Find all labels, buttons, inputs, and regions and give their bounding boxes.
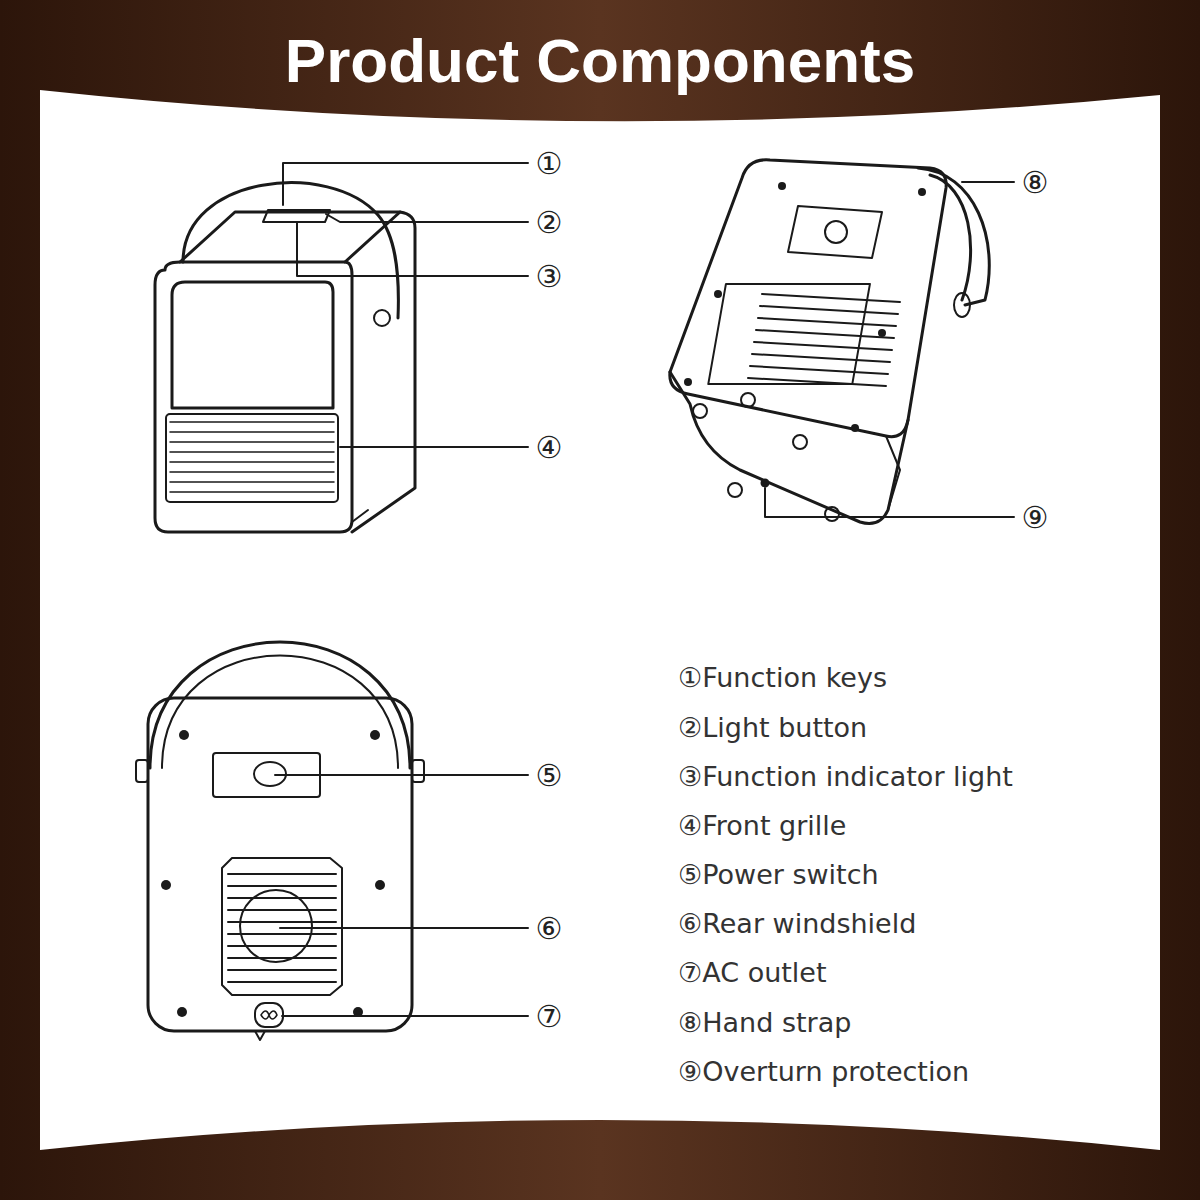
part-name: ①Function keys — [678, 662, 887, 693]
heater-front — [155, 183, 415, 532]
part-name: ④Front grille — [678, 810, 846, 841]
page-title: Product Components — [285, 25, 915, 96]
part-name: ②Light button — [678, 712, 867, 743]
leader-lines — [275, 163, 1014, 1016]
part-name: ⑥Rear windshield — [678, 908, 916, 939]
callout-number: ④ — [536, 430, 563, 465]
callout-number: ③ — [536, 259, 563, 294]
part-name: ⑧Hand strap — [678, 1007, 851, 1038]
callout-number: ⑧ — [1022, 165, 1049, 200]
heater-rear — [136, 642, 424, 1040]
part-name: ⑦AC outlet — [678, 957, 827, 988]
heater-rear-angled — [670, 160, 989, 524]
part-name: ⑨Overturn protection — [678, 1056, 969, 1087]
panel — [40, 90, 1160, 1150]
callout-number: ① — [536, 146, 563, 181]
callout-number: ⑥ — [536, 911, 563, 946]
callout-number: ⑨ — [1022, 500, 1049, 535]
callout-number: ⑤ — [536, 758, 563, 793]
callout-number: ② — [536, 205, 563, 240]
part-name: ⑤Power switch — [678, 859, 879, 890]
part-name: ③Function indicator light — [678, 761, 1013, 792]
callout-number: ⑦ — [536, 999, 563, 1034]
